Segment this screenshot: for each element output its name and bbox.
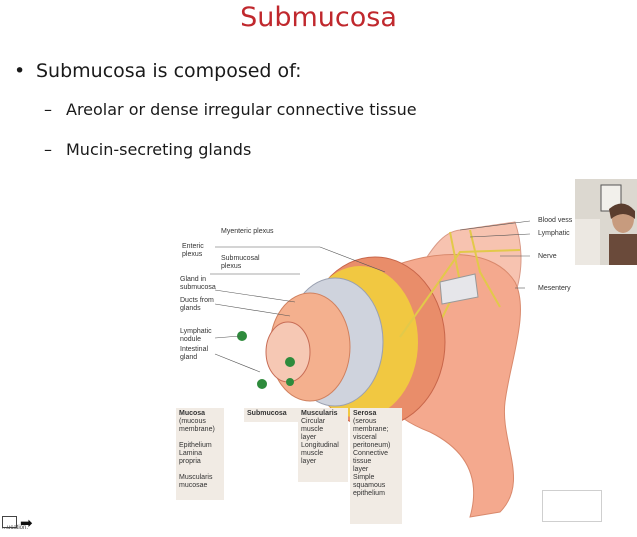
box-serosa-line: squamous [353, 482, 386, 489]
box-serosa-line: visceral [353, 434, 377, 441]
box-serosa-line: peritoneum) [353, 442, 391, 449]
bullet-dot-icon: • [14, 60, 26, 82]
label-lymphatic-nodule: Lymphatic nodule [180, 328, 212, 343]
dash-icon: – [44, 100, 52, 119]
next-arrow-icon[interactable]: ➡ [20, 515, 33, 532]
box-mucosa-line: Lamina [179, 450, 202, 457]
nerve-illustration [399, 249, 521, 338]
sub-bullet-2: –Mucin-secreting glands [44, 140, 251, 159]
label-myenteric-plexus: Myenteric plexus [221, 228, 274, 235]
label-nerve: Nerve [538, 253, 557, 260]
sub-bullet-text-1: Areolar or dense irregular connective ti… [66, 100, 417, 119]
box-mucosa-line: mucosae [179, 482, 208, 489]
box-muscularis-line: Circular [301, 418, 326, 425]
box-serosa-line: tissue [353, 458, 372, 465]
box-submucosa-title: Submucosa [247, 410, 287, 417]
slides-icon[interactable] [2, 516, 17, 528]
footer-text: ...ucation. [2, 525, 29, 531]
box-serosa-line: layer [353, 466, 369, 473]
box-mucosa-line: propria [179, 458, 201, 465]
box-serosa-line: epithelium [353, 490, 385, 497]
label-lymphatic: Lymphatic [538, 230, 570, 237]
box-serosa-line: (serous [353, 418, 377, 425]
box-serosa-line: Simple [353, 474, 375, 481]
box-mucosa-line: membrane) [179, 426, 215, 433]
box-serosa: Serosa (serous membrane; visceral perito… [350, 408, 402, 524]
box-muscularis-title: Muscularis [301, 410, 338, 417]
label-submucosal-plexus: Submucosal plexus [221, 255, 260, 270]
label-enteric-plexus: Enteric plexus [182, 243, 204, 258]
box-mucosa-line: Epithelium [179, 442, 212, 449]
sub-bullet-text-2: Mucin-secreting glands [66, 140, 252, 159]
lymphatic-nodule-icon [285, 357, 295, 367]
leader-lines [210, 220, 531, 373]
intestine-wall-diagram [210, 220, 531, 518]
box-muscularis-line: muscle [301, 426, 324, 433]
label-gland-in-submucosa: Gland in submucosa [180, 276, 216, 291]
label-ducts-from-glands: Ducts from glands [180, 297, 214, 312]
slide-title: Submucosa [240, 2, 397, 33]
box-serosa-line: membrane; [353, 426, 389, 433]
bullet-text: Submucosa is composed of: [36, 60, 302, 82]
label-mesentery: Mesentery [538, 285, 571, 292]
presenter-video-icon [575, 179, 637, 265]
box-serosa-line: Connective [353, 450, 389, 457]
footer-controls: ➡ ...ucation. [2, 513, 62, 535]
box-muscularis-line: layer [301, 458, 317, 465]
lumen [265, 321, 311, 383]
sub-bullet-1: –Areolar or dense irregular connective t… [44, 100, 417, 119]
lymphatic-nodule-icon [286, 378, 294, 386]
box-mucosa-line: (mucous [179, 418, 206, 425]
box-serosa-title: Serosa [353, 410, 377, 417]
box-mucosa: Mucosa (mucous membrane) Epithelium Lami… [176, 408, 224, 500]
box-muscularis-line: muscle [301, 450, 324, 457]
box-muscularis-line: layer [301, 434, 317, 441]
box-muscularis-line: Longitudinal [301, 442, 339, 449]
webcam-thumbnail [575, 179, 637, 265]
lymphatic-nodule-icon [237, 331, 247, 341]
box-mucosa-line: Muscularis [179, 474, 213, 481]
lymphatic-nodule-icon [257, 379, 267, 389]
vessel-tube [439, 273, 479, 305]
box-submucosa: Submucosa [244, 408, 298, 422]
box-mucosa-title: Mucosa [179, 410, 206, 417]
dash-icon: – [44, 140, 52, 159]
label-intestinal-gland: Intestinal gland [180, 346, 209, 361]
placeholder-box [542, 490, 602, 522]
box-muscularis: Muscularis Circular muscle layer Longitu… [298, 408, 348, 482]
label-blood-vessels: Blood vess [538, 217, 573, 224]
bullet-main: • Submucosa is composed of: [14, 60, 302, 82]
